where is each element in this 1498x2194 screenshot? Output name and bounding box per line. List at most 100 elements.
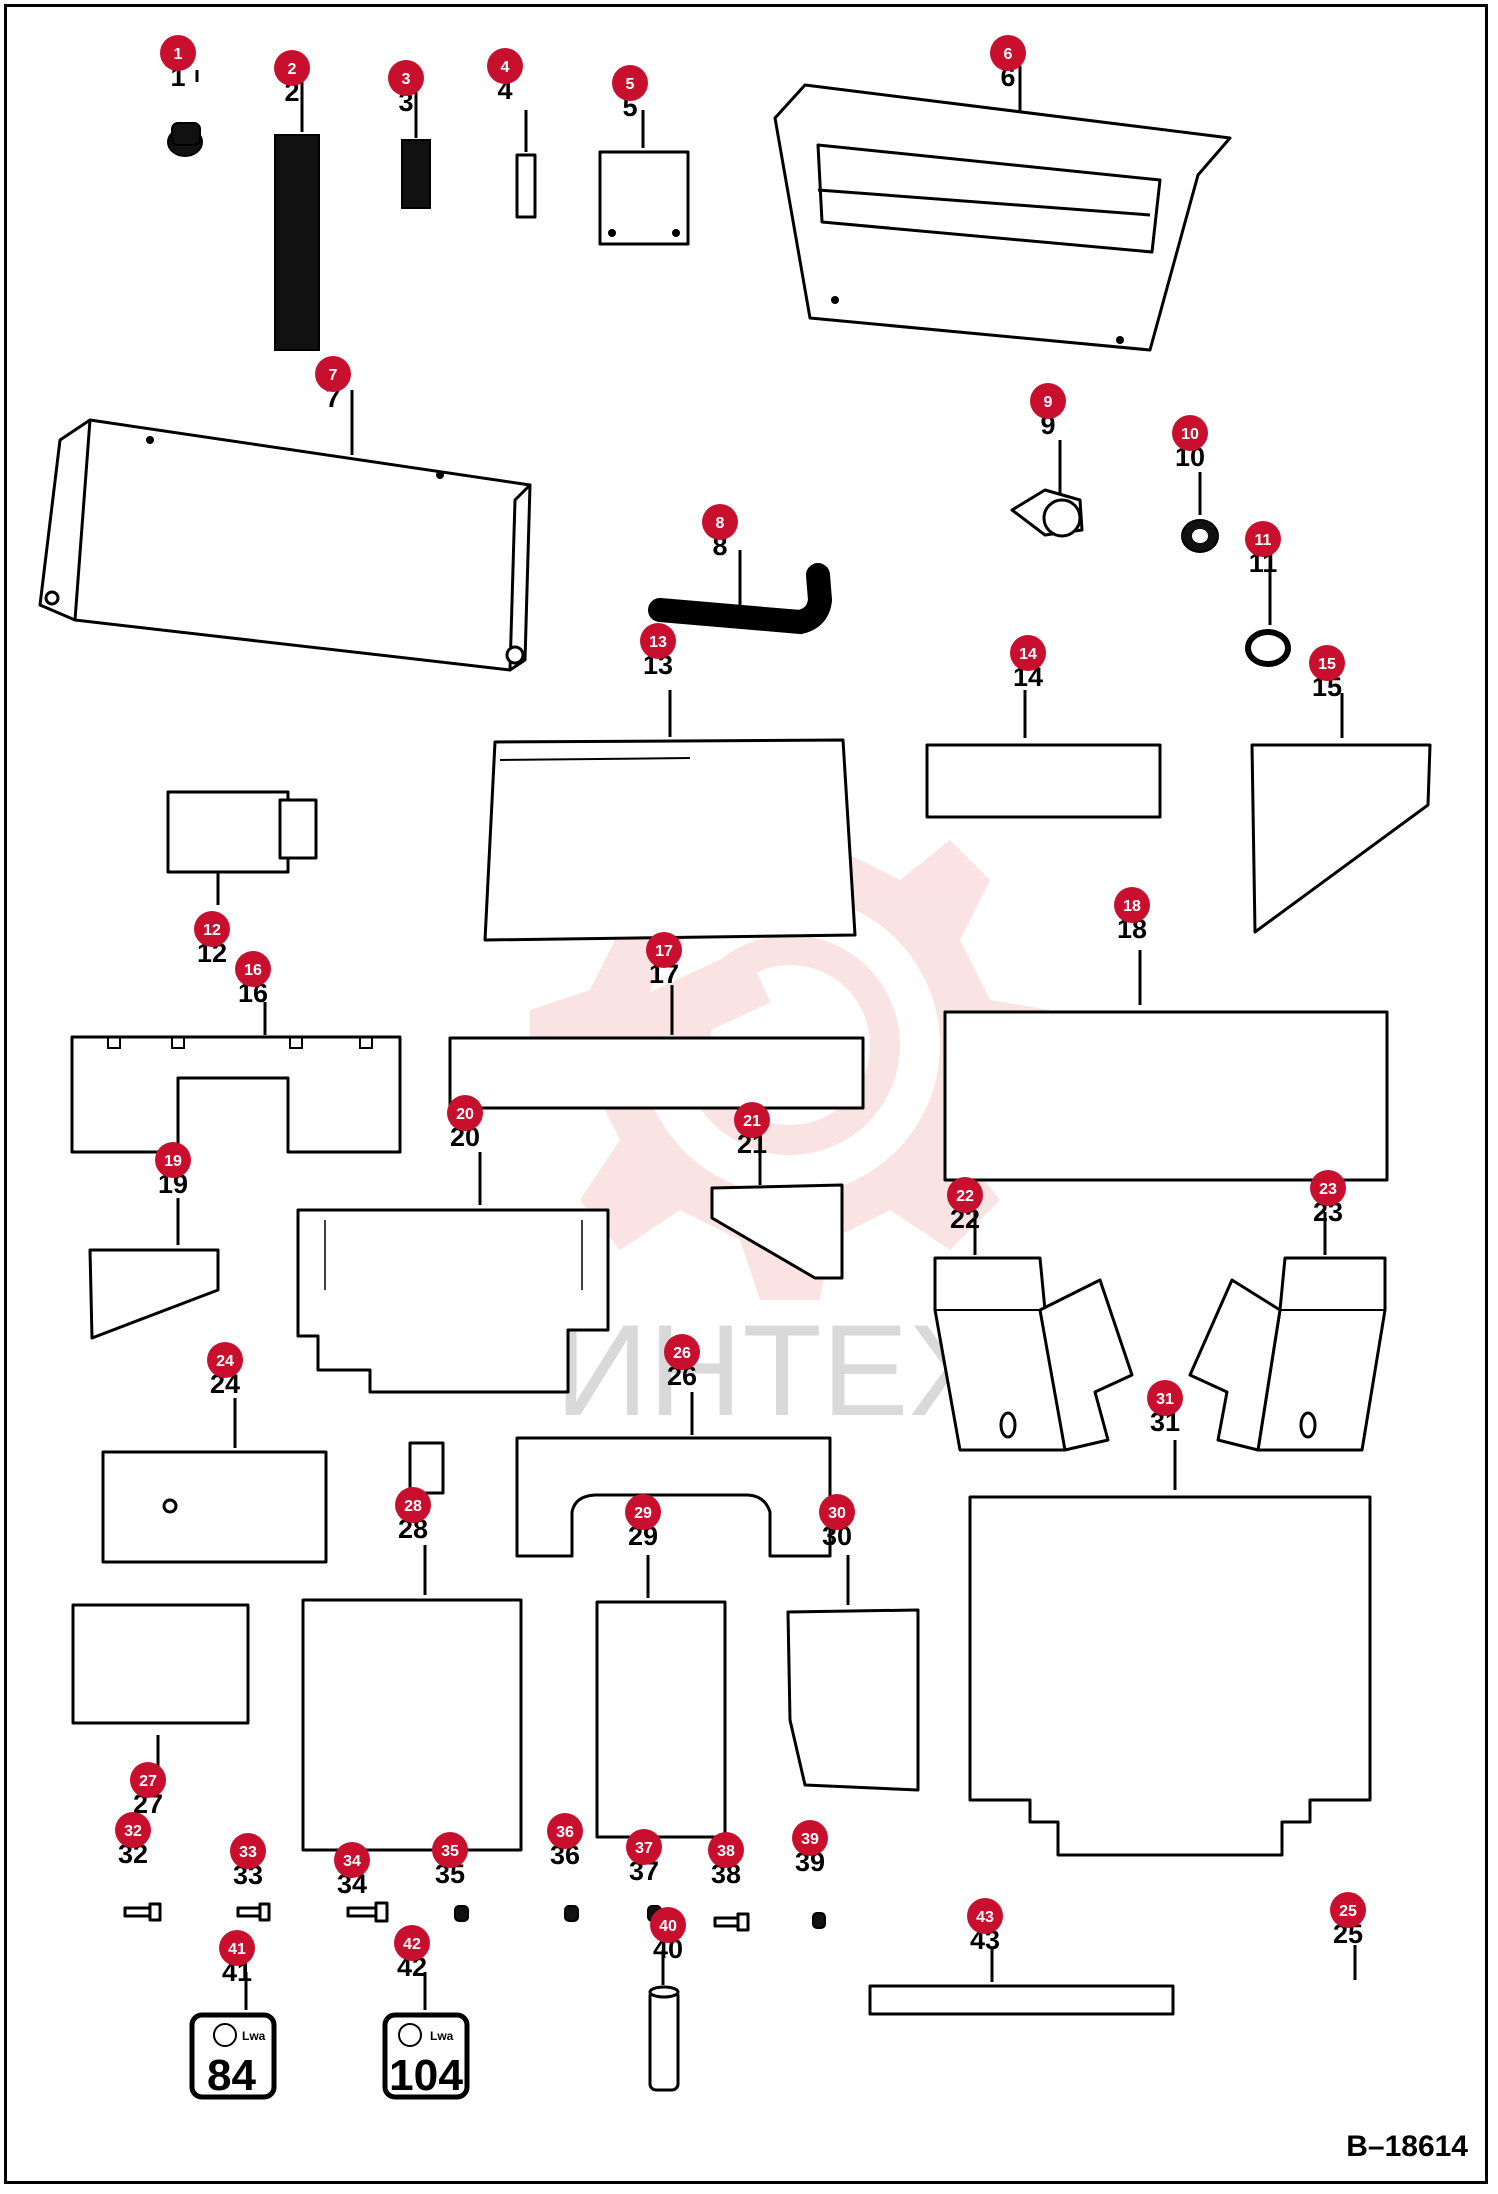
callout-badge-23[interactable]: 23	[1310, 1170, 1346, 1206]
part-5-plate	[598, 110, 690, 246]
part-20-panel	[296, 1152, 610, 1394]
part-34-screw	[346, 1901, 389, 1923]
callout-badge-text: 42	[403, 1936, 421, 1953]
callout-badge-34[interactable]: 34	[334, 1842, 370, 1878]
part-23-panel	[1188, 1212, 1387, 1452]
part-39-nut	[812, 1912, 826, 1929]
part-9-flange	[1010, 440, 1084, 538]
callout-badge-text: 8	[716, 515, 725, 532]
callout-badge-text: 18	[1123, 898, 1141, 915]
callout-badge-37[interactable]: 37	[626, 1829, 662, 1865]
callout-badge-text: 10	[1181, 426, 1199, 443]
callout-badge-36[interactable]: 36	[547, 1813, 583, 1849]
callout-badge-text: 37	[635, 1840, 653, 1857]
callout-badge-42[interactable]: 42	[394, 1925, 430, 1961]
callout-badge-text: 40	[659, 1918, 677, 1935]
callout-badge-16[interactable]: 16	[235, 951, 271, 987]
callout-badge-text: 20	[456, 1106, 474, 1123]
callout-badge-39[interactable]: 39	[792, 1820, 828, 1856]
callout-badge-25[interactable]: 25	[1330, 1892, 1366, 1928]
callout-badge-text: 1	[174, 46, 183, 63]
callout-badge-text: 32	[124, 1823, 142, 1840]
callout-badge-text: 38	[717, 1843, 735, 1860]
decal-42-value: 104	[389, 2051, 464, 2100]
callout-badge-text: 36	[556, 1824, 574, 1841]
part-14-panel	[925, 690, 1162, 819]
part-33-screw	[236, 1902, 271, 1922]
callout-badge-2[interactable]: 2	[274, 50, 310, 86]
callout-badge-text: 26	[673, 1345, 691, 1362]
part-21-panel	[710, 1150, 844, 1280]
callout-badge-7[interactable]: 7	[315, 356, 351, 392]
part-16-panel	[70, 1002, 402, 1154]
callout-badge-13[interactable]: 13	[640, 623, 676, 659]
callout-badge-text: 14	[1019, 646, 1037, 663]
part-3-pad	[401, 90, 431, 209]
callout-badge-11[interactable]: 11	[1245, 521, 1281, 557]
callout-badge-41[interactable]: 41	[219, 1930, 255, 1966]
callout-badge-33[interactable]: 33	[230, 1833, 266, 1869]
callout-badge-40[interactable]: 40	[650, 1907, 686, 1943]
callout-badge-4[interactable]: 4	[487, 48, 523, 84]
callout-badge-8[interactable]: 8	[702, 504, 738, 540]
part-13-panel	[483, 690, 857, 942]
part-17-panel	[448, 985, 865, 1110]
callout-badge-15[interactable]: 15	[1309, 645, 1345, 681]
part-19-panel	[88, 1198, 220, 1340]
callout-badge-21[interactable]: 21	[734, 1102, 770, 1138]
callout-badge-29[interactable]: 29	[625, 1494, 661, 1530]
part-12-block	[166, 790, 318, 905]
callout-badge-text: 23	[1319, 1181, 1337, 1198]
callout-badge-text: 34	[343, 1853, 361, 1870]
part-10-grommet	[1181, 472, 1219, 553]
part-7-panel	[38, 390, 532, 672]
callout-badge-text: 19	[164, 1153, 182, 1170]
callout-badge-32[interactable]: 32	[115, 1812, 151, 1848]
callout-badge-18[interactable]: 18	[1114, 887, 1150, 923]
decal-41-unit: Lwa	[242, 2029, 266, 2043]
callout-badge-43[interactable]: 43	[967, 1898, 1003, 1934]
callout-badge-9[interactable]: 9	[1030, 383, 1066, 419]
part-43-strip	[868, 1948, 1175, 2016]
decal-41-value: 84	[207, 2051, 256, 2100]
callout-badge-1[interactable]: 1	[160, 35, 196, 71]
part-28-panel	[301, 1441, 523, 1852]
callout-badge-text: 30	[828, 1505, 846, 1522]
callout-badge-14[interactable]: 14	[1010, 635, 1046, 671]
callout-badge-text: 22	[956, 1188, 974, 1205]
callout-badge-19[interactable]: 19	[155, 1142, 191, 1178]
callout-badge-text: 29	[634, 1505, 652, 1522]
callout-badge-20[interactable]: 20	[447, 1095, 483, 1131]
callout-badge-text: 33	[239, 1844, 257, 1861]
decal-42-unit: Lwa	[430, 2029, 454, 2043]
callout-badge-17[interactable]: 17	[646, 932, 682, 968]
callout-badge-text: 16	[244, 962, 262, 979]
callout-badge-12[interactable]: 12	[194, 911, 230, 947]
callout-badge-text: 3	[402, 71, 411, 88]
callout-badge-24[interactable]: 24	[207, 1342, 243, 1378]
part-4-pin	[515, 110, 537, 219]
callout-badge-30[interactable]: 30	[819, 1494, 855, 1530]
part-11-ring	[1245, 565, 1291, 667]
part-42-decal: Lwa 104	[382, 1972, 470, 2100]
callout-badge-35[interactable]: 35	[432, 1832, 468, 1868]
callout-badge-text: 13	[649, 634, 667, 651]
callout-badge-text: 24	[216, 1353, 234, 1370]
callout-badge-6[interactable]: 6	[990, 35, 1026, 71]
callout-badge-5[interactable]: 5	[612, 65, 648, 101]
part-24-panel	[101, 1398, 328, 1564]
callout-badge-27[interactable]: 27	[130, 1762, 166, 1798]
callout-badge-10[interactable]: 10	[1172, 415, 1208, 451]
callout-badge-3[interactable]: 3	[388, 60, 424, 96]
callout-badge-28[interactable]: 28	[395, 1487, 431, 1523]
part-1-cap	[167, 70, 203, 157]
part-27-panel	[71, 1603, 250, 1768]
callout-badge-26[interactable]: 26	[664, 1334, 700, 1370]
callout-badge-31[interactable]: 31	[1147, 1380, 1183, 1416]
callout-badge-22[interactable]: 22	[947, 1177, 983, 1213]
callout-badge-38[interactable]: 38	[708, 1832, 744, 1868]
part-32-screw	[123, 1902, 162, 1922]
